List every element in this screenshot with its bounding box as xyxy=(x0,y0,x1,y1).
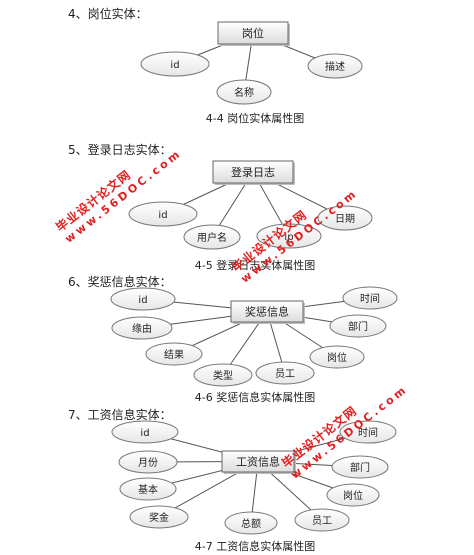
caption-4-5: 4-5 登录日志实体属性图 xyxy=(194,259,316,272)
section-heading-position: 4、岗位实体： xyxy=(68,7,148,21)
attribute-node: 岗位 xyxy=(326,483,380,507)
attribute-label: 用户名 xyxy=(197,231,227,244)
entity-node: 岗位 xyxy=(217,21,290,46)
attribute-node: 时间 xyxy=(342,286,398,310)
attribute-label: id xyxy=(158,210,167,221)
attribute-ellipse xyxy=(317,205,373,231)
entity-label: 工资信息 xyxy=(236,455,280,469)
attribute-label: 基本 xyxy=(138,483,158,496)
attribute-label: 结果 xyxy=(164,348,184,361)
section-heading-salary: 7、工资信息实体： xyxy=(68,408,172,422)
attribute-node: 基本 xyxy=(119,477,177,501)
attribute-label: 员工 xyxy=(275,368,295,380)
attribute-ellipse xyxy=(111,316,173,340)
attribute-node: id xyxy=(110,287,176,311)
attribute-node: 月份 xyxy=(118,450,178,474)
attribute-ellipse xyxy=(331,455,389,479)
attribute-ellipse xyxy=(342,286,398,310)
attribute-ellipse xyxy=(193,363,253,387)
entity-node: 奖惩信息 xyxy=(230,300,305,324)
attribute-node: 名称 xyxy=(216,79,272,105)
attribute-node: 奖金 xyxy=(129,505,189,529)
attribute-label: 时间 xyxy=(358,426,378,439)
attribute-node: 结果 xyxy=(145,342,203,366)
entity-label: 岗位 xyxy=(242,26,264,40)
caption-4-7: 4-7 工资信息实体属性图 xyxy=(194,540,316,553)
attribute-ellipse xyxy=(119,477,177,501)
entity-node: 登录日志 xyxy=(212,160,295,185)
attribute-label: 员工 xyxy=(312,515,332,527)
attribute-ellipse xyxy=(111,420,179,444)
entity-node: 工资信息 xyxy=(221,450,296,474)
attribute-node: 日期 xyxy=(317,205,373,231)
attribute-label: id xyxy=(140,428,149,439)
section-heading-login-log: 5、登录日志实体： xyxy=(68,143,172,157)
attribute-label: id xyxy=(138,295,147,306)
attribute-ellipse xyxy=(329,314,387,338)
attribute-label: 岗位 xyxy=(343,489,363,502)
entity-box xyxy=(221,450,295,473)
attribute-label: 部门 xyxy=(348,320,368,333)
attribute-label: 类型 xyxy=(213,369,233,382)
entity-box xyxy=(212,160,294,184)
caption-4-6: 4-6 奖惩信息实体属性图 xyxy=(194,391,316,404)
attribute-ellipse xyxy=(307,53,363,79)
attribute-node: 员工 xyxy=(255,361,315,385)
attribute-label: 岗位 xyxy=(327,351,347,364)
attribute-node: 时间 xyxy=(339,420,397,444)
attribute-node: id xyxy=(128,201,198,227)
attribute-node: 类型 xyxy=(193,363,253,387)
attribute-node: 用户名 xyxy=(183,224,241,250)
attribute-ellipse xyxy=(256,223,322,249)
attribute-ellipse xyxy=(339,420,397,444)
attribute-node: 岗位 xyxy=(309,345,365,369)
attribute-node: 描述 xyxy=(307,53,363,79)
attribute-label: 部门 xyxy=(350,461,370,474)
attribute-node: 部门 xyxy=(331,455,389,479)
attribute-label: 时间 xyxy=(360,292,380,305)
attribute-ellipse xyxy=(294,508,350,532)
attribute-label: 日期 xyxy=(335,213,355,225)
attribute-ellipse xyxy=(224,511,278,535)
entity-box xyxy=(230,300,304,323)
attribute-label: 缘由 xyxy=(132,322,152,335)
attribute-label: 描述 xyxy=(325,60,345,73)
attribute-ellipse xyxy=(183,224,241,250)
attribute-label: 总额 xyxy=(241,517,261,530)
attribute-label: ip xyxy=(284,232,293,243)
attribute-ellipse xyxy=(309,345,365,369)
entity-label: 登录日志 xyxy=(231,165,275,179)
attribute-ellipse xyxy=(255,361,315,385)
attribute-label: 名称 xyxy=(234,86,254,99)
attribute-ellipse xyxy=(118,450,178,474)
attribute-ellipse xyxy=(145,342,203,366)
attribute-ellipse xyxy=(326,483,380,507)
entity-box xyxy=(217,21,289,45)
attribute-label: 月份 xyxy=(138,457,158,469)
section-heading-reward-punish: 6、奖惩信息实体： xyxy=(68,275,172,289)
attribute-node: 缘由 xyxy=(111,316,173,340)
caption-4-4: 4-4 岗位实体属性图 xyxy=(205,112,305,125)
attribute-ellipse xyxy=(128,201,198,227)
attribute-ellipse xyxy=(110,287,176,311)
attribute-label: 奖金 xyxy=(149,511,169,524)
attribute-node: 总额 xyxy=(224,511,278,535)
attribute-node: ip xyxy=(256,223,322,249)
attribute-label: id xyxy=(170,60,179,71)
attribute-node: id xyxy=(111,420,179,444)
attribute-ellipse xyxy=(140,51,210,77)
attribute-node: 部门 xyxy=(329,314,387,338)
attribute-node: id xyxy=(140,51,210,77)
attribute-ellipse xyxy=(216,79,272,105)
entity-label: 奖惩信息 xyxy=(245,305,289,319)
attribute-node: 员工 xyxy=(294,508,350,532)
attribute-ellipse xyxy=(129,505,189,529)
